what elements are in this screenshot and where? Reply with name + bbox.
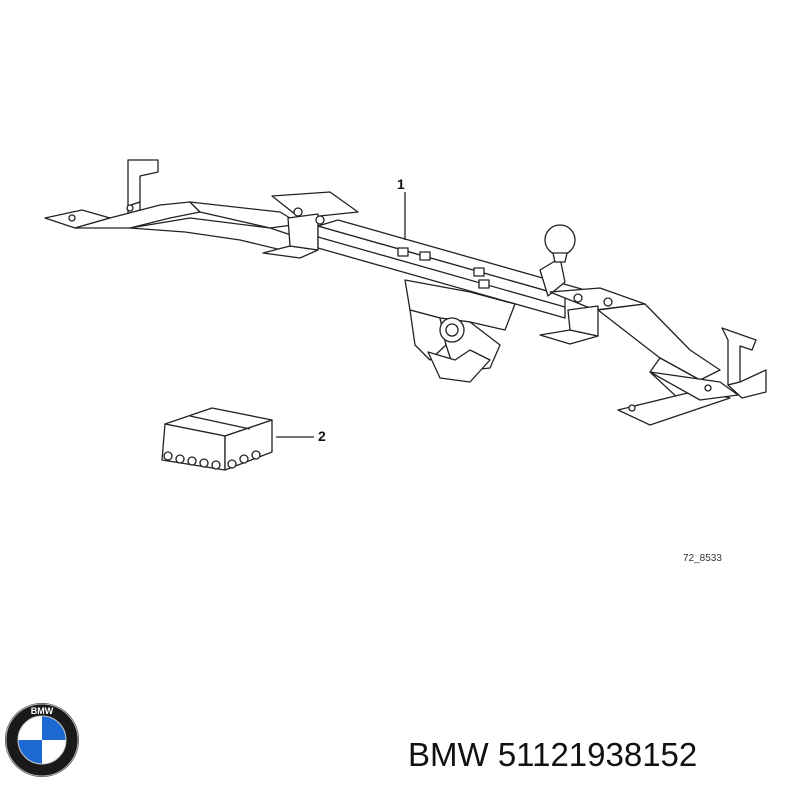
callout-item-2: 2 [318,428,326,444]
left-flange-plate [262,191,359,259]
diagram-reference-code: 72_8533 [683,553,722,564]
crossbar-bolts [397,247,490,289]
left-support-arm [44,201,301,253]
electrical-module-box [161,407,273,471]
right-flange-plate [539,287,646,345]
callout-item-1: 1 [397,176,405,192]
part-number: 51121938152 [497,736,698,773]
part-number-label: BMW 51121938152 [408,736,697,774]
brand-name: BMW [408,736,489,773]
right-upper-bracket [721,327,767,399]
logo-wordmark: BMW [31,706,54,716]
right-support-arm [597,303,739,426]
bmw-logo-icon: BMW [5,703,79,777]
tow-hook-body [404,279,516,383]
tow-ball [539,224,576,297]
